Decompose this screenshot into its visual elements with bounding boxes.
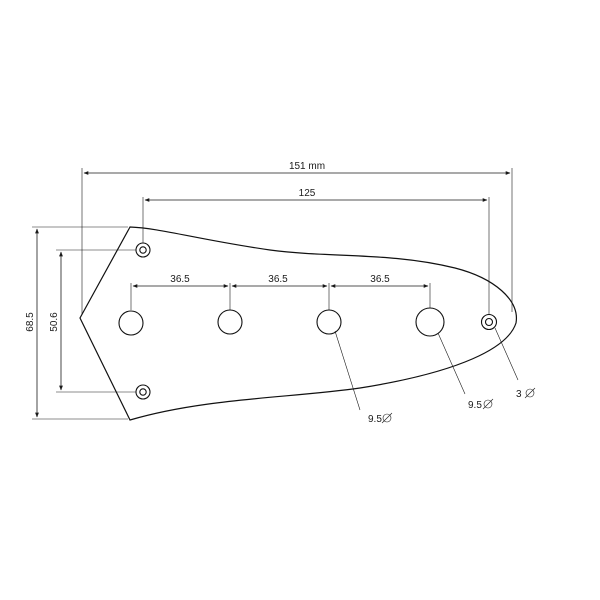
jack-hole bbox=[480, 313, 498, 331]
control-hole-3 bbox=[316, 309, 342, 335]
callout-hole-small: 9.5 bbox=[334, 330, 393, 425]
callout-hole-jack: 3 bbox=[494, 327, 536, 400]
diameter-icon bbox=[381, 412, 393, 424]
label-hole-small: 9.5 bbox=[368, 414, 382, 425]
dimension-control-spacing: 36.5 36.5 36.5 bbox=[130, 274, 431, 310]
mount-hole-bottom bbox=[135, 384, 151, 400]
mount-hole-top bbox=[135, 242, 151, 258]
label-hole-jack: 3 bbox=[516, 389, 522, 400]
label-overall-height: 68.5 bbox=[25, 312, 36, 332]
diameter-icon bbox=[482, 398, 494, 410]
diameter-icon bbox=[524, 387, 536, 399]
dimension-overall-height: 68.5 bbox=[25, 226, 128, 420]
plate-outline bbox=[79, 226, 517, 421]
callout-hole-large: 9.5 bbox=[437, 332, 494, 411]
control-hole-2 bbox=[217, 309, 243, 335]
control-hole-4 bbox=[415, 307, 445, 337]
label-spacing-2: 36.5 bbox=[268, 274, 288, 285]
label-overall-width: 151 mm bbox=[289, 161, 325, 172]
label-mount-spacing: 125 bbox=[299, 188, 316, 199]
label-spacing-1: 36.5 bbox=[170, 274, 190, 285]
label-hole-large: 9.5 bbox=[468, 400, 482, 411]
dimension-overall-width: 151 mm bbox=[81, 161, 513, 315]
dimension-mount-height: 50.6 bbox=[49, 249, 136, 393]
control-hole-1 bbox=[118, 310, 144, 336]
dimension-mount-spacing: 125 bbox=[142, 188, 490, 314]
label-spacing-3: 36.5 bbox=[370, 274, 390, 285]
label-mount-height: 50.6 bbox=[49, 312, 60, 332]
